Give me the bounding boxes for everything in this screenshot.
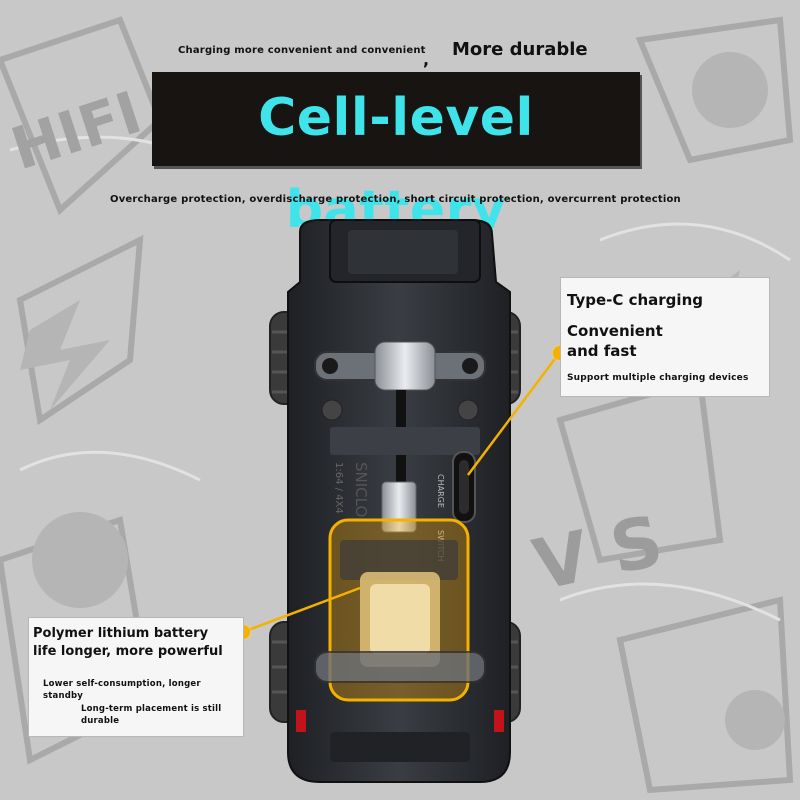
type-c-card: Type-C charging Convenient and fast Supp… (560, 277, 770, 397)
model-label: SNICLO (352, 462, 370, 517)
battery-note2-line1: Long-term placement is still (81, 704, 222, 714)
right-tagline: More durable (452, 39, 588, 60)
rc-car-chassis: CHARGE SWITCH SNICLO 1:64 / 4X4 (269, 219, 521, 783)
type-c-title: Type-C charging (567, 291, 703, 309)
battery-note2-line2: durable (81, 716, 120, 726)
battery-note1-line2: standby (43, 691, 84, 701)
battery-title-line2: life longer, more powerful (33, 644, 223, 659)
type-c-line1: Convenient (567, 322, 663, 340)
protections-text: Overcharge protection, overdischarge pro… (110, 194, 681, 205)
type-c-line2: and fast (567, 342, 637, 360)
battery-title-line1: Polymer lithium battery (33, 626, 209, 641)
left-tagline: Charging more convenient and convenient (178, 45, 426, 56)
scale-label: 1:64 / 4X4 (333, 462, 344, 514)
battery-card: Polymer lithium battery life longer, mor… (28, 617, 244, 737)
battery-note1-line1: Lower self-consumption, longer (43, 679, 201, 689)
charge-label: CHARGE (436, 474, 445, 508)
type-c-note: Support multiple charging devices (567, 373, 749, 383)
tagline-comma: , (423, 50, 430, 69)
